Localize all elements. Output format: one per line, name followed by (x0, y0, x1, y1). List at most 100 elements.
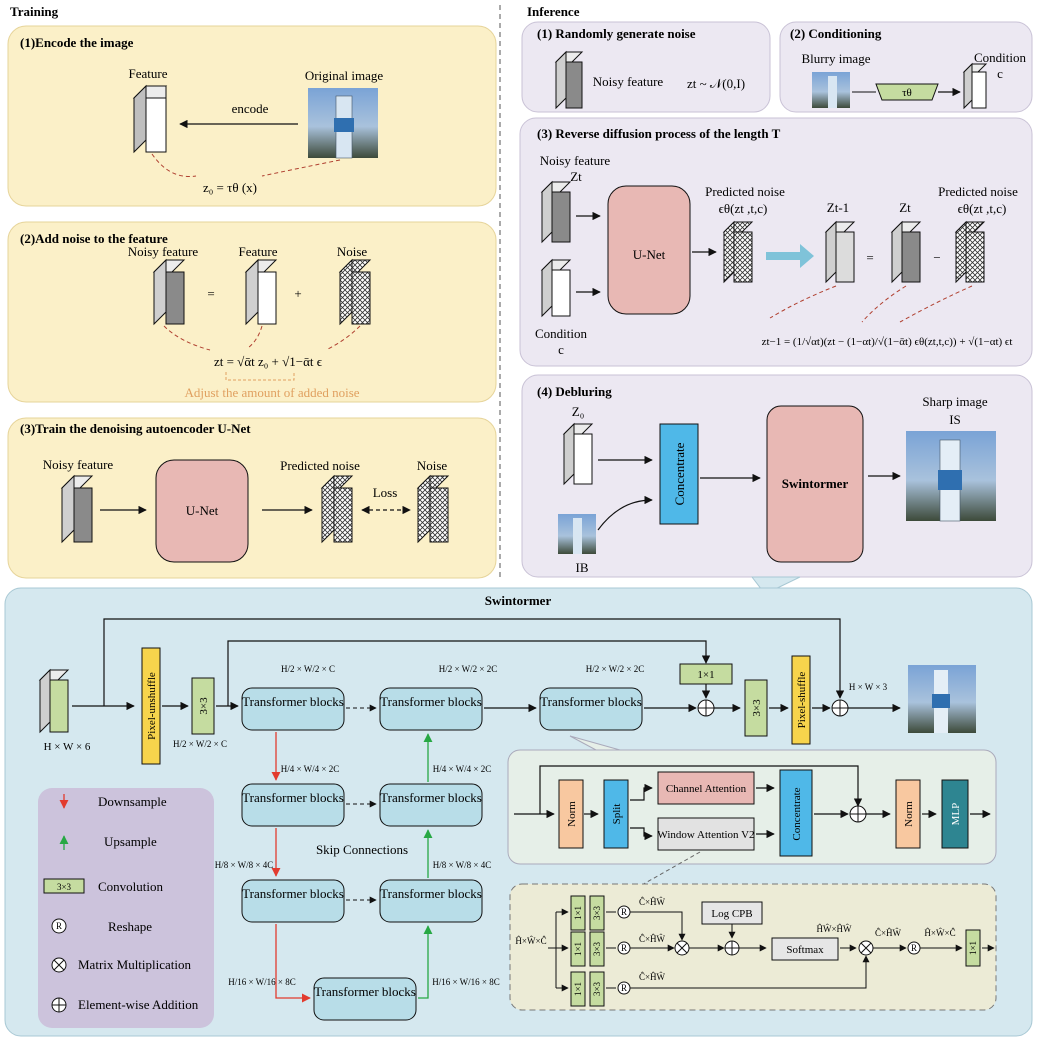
reverse-link-1 (769, 285, 837, 319)
tb-dec-1: Transformer blocks (379, 687, 483, 731)
noise-cube (338, 258, 372, 326)
deblur-heading: (4) Debluring (537, 384, 612, 399)
encode-formula: z₀ = τθ (x) (203, 180, 257, 195)
panel-random-noise (521, 21, 771, 113)
train-noise-cube (416, 474, 450, 544)
attn-q-convs: 1×1 3×3 (570, 895, 605, 931)
random-heading: (1) Randomly generate noise (537, 26, 696, 41)
original-image-label: Original image (305, 68, 384, 83)
swin-pixel-unshuffle-label: Pixel-unshuffle (146, 672, 158, 740)
svg-text:Transformer blocks: Transformer blocks (242, 694, 344, 709)
attn-reshape-out: R (907, 941, 921, 955)
block-arrow-split-ca (630, 783, 653, 801)
block-arrow-split-wa (630, 827, 653, 841)
reverse-eq: = (866, 250, 873, 265)
panel-train (7, 417, 497, 579)
swin-conv3-in-label: 3×3 (198, 697, 210, 715)
tb-dec-3: Transformer blocks (379, 879, 483, 923)
loss-label: Loss (373, 485, 398, 500)
adjust-bracket (225, 372, 295, 381)
svg-text:1×1: 1×1 (573, 942, 583, 956)
attn-logcpb-label: Log CPB (711, 908, 752, 920)
reverse-link-2 (861, 285, 907, 323)
encode-heading: (1)Encode the image (20, 35, 134, 50)
blurry-image (812, 72, 850, 108)
feature-cube (132, 84, 168, 154)
plus-sign: + (294, 286, 301, 301)
swin-dim-top2: H/2 × W/2 × 2C (439, 664, 498, 674)
attn-dim-v: Ĉ×ĤŴ (639, 972, 666, 982)
attn-reshape-v: R (617, 981, 631, 995)
tb-enc-2: Transformer blocks (241, 783, 345, 827)
swin-conv3-out (744, 679, 768, 737)
deblur-ib: IB (576, 560, 589, 575)
blurry-label: Blurry image (802, 51, 871, 66)
attn-callout-line (639, 851, 701, 887)
legend-upsample: Upsample (104, 834, 157, 849)
swin-pixel-shuffle (791, 655, 811, 745)
svg-text:R: R (621, 907, 627, 917)
train-unet-box (155, 459, 249, 563)
block-concat-label: Concentrate (791, 787, 803, 840)
attn-softmax (771, 937, 839, 961)
reverse-condition-label: Condition (535, 326, 588, 341)
reverse-pred2-label: Predicted noise (938, 184, 1018, 199)
random-noisy-label: Noisy feature (593, 74, 664, 89)
block-norm-label: Norm (566, 801, 578, 827)
tau-encoder (875, 83, 939, 101)
swin-conv3-in (191, 677, 215, 735)
reverse-zt: Zt (570, 169, 582, 184)
attn-add (724, 940, 740, 956)
reverse-noisy-label: Noisy feature (540, 153, 611, 168)
attn-reshape-q: R (617, 905, 631, 919)
block-norm2 (895, 779, 921, 849)
block-add (849, 805, 867, 823)
svg-text:Transformer blocks: Transformer blocks (380, 790, 482, 805)
inference-title: Inference (527, 4, 580, 19)
svg-text:Transformer blocks: Transformer blocks (540, 694, 642, 709)
legend-add-icon (51, 997, 67, 1013)
svg-text:R: R (621, 983, 627, 993)
svg-text:R: R (621, 943, 627, 953)
swin-conv3-out-label: 3×3 (751, 699, 763, 717)
reverse-unet-label: U-Net (633, 247, 666, 262)
legend-reshape-r: R (56, 921, 62, 931)
attn-dim-hw: ĤŴ×ĤŴ (816, 924, 852, 934)
block-residual (539, 765, 863, 814)
original-image (308, 88, 378, 159)
deblur-z0-cube (562, 422, 594, 486)
equals-sign: = (207, 286, 214, 301)
random-noisy-cube (554, 50, 584, 110)
tb-dec-2: Transformer blocks (379, 783, 483, 827)
noise-link-2 (247, 325, 263, 349)
swin-dim-r3: H/8 × W/8 × 4C (433, 860, 492, 870)
train-noisy-label: Noisy feature (43, 457, 114, 472)
attn-in-dim: Ĥ×Ŵ×Ĉ (515, 936, 546, 946)
legend-add: Element-wise Addition (78, 997, 199, 1012)
tau-label: τθ (902, 87, 912, 99)
deblur-arrow-ib (597, 495, 653, 531)
swin-pixel-shuffle-label: Pixel-shuffle (796, 672, 808, 729)
condition-label: Condition (974, 50, 1027, 65)
block-norm (558, 779, 584, 849)
attn-conv-out-label: 1×1 (968, 941, 978, 955)
swin-input-cube (38, 668, 70, 734)
svg-text:Transformer blocks: Transformer blocks (242, 790, 344, 805)
encode-link-right (261, 159, 341, 177)
reverse-unet-box (607, 185, 691, 315)
down-arrow-3 (275, 924, 311, 1003)
train-noise-label: Noise (417, 458, 448, 473)
train-pred-label: Predicted noise (280, 458, 360, 473)
reverse-noisy-cube (540, 180, 572, 244)
legend-conv-icon (43, 878, 85, 894)
legend-matmul: Matrix Multiplication (78, 957, 192, 972)
block-window-attn (657, 817, 755, 851)
block-window-label: Window Attention V2 (657, 829, 754, 841)
swin-skip-to-1x1 (227, 640, 711, 706)
swin-dim-1: H/2 × W/2 × C (173, 739, 227, 749)
block-split (603, 779, 629, 849)
deblur-blurry-image (558, 514, 596, 554)
add-noise-heading: (2)Add noise to the feature (20, 231, 168, 246)
block-channel-attn (657, 771, 755, 805)
svg-text:Transformer blocks: Transformer blocks (380, 886, 482, 901)
